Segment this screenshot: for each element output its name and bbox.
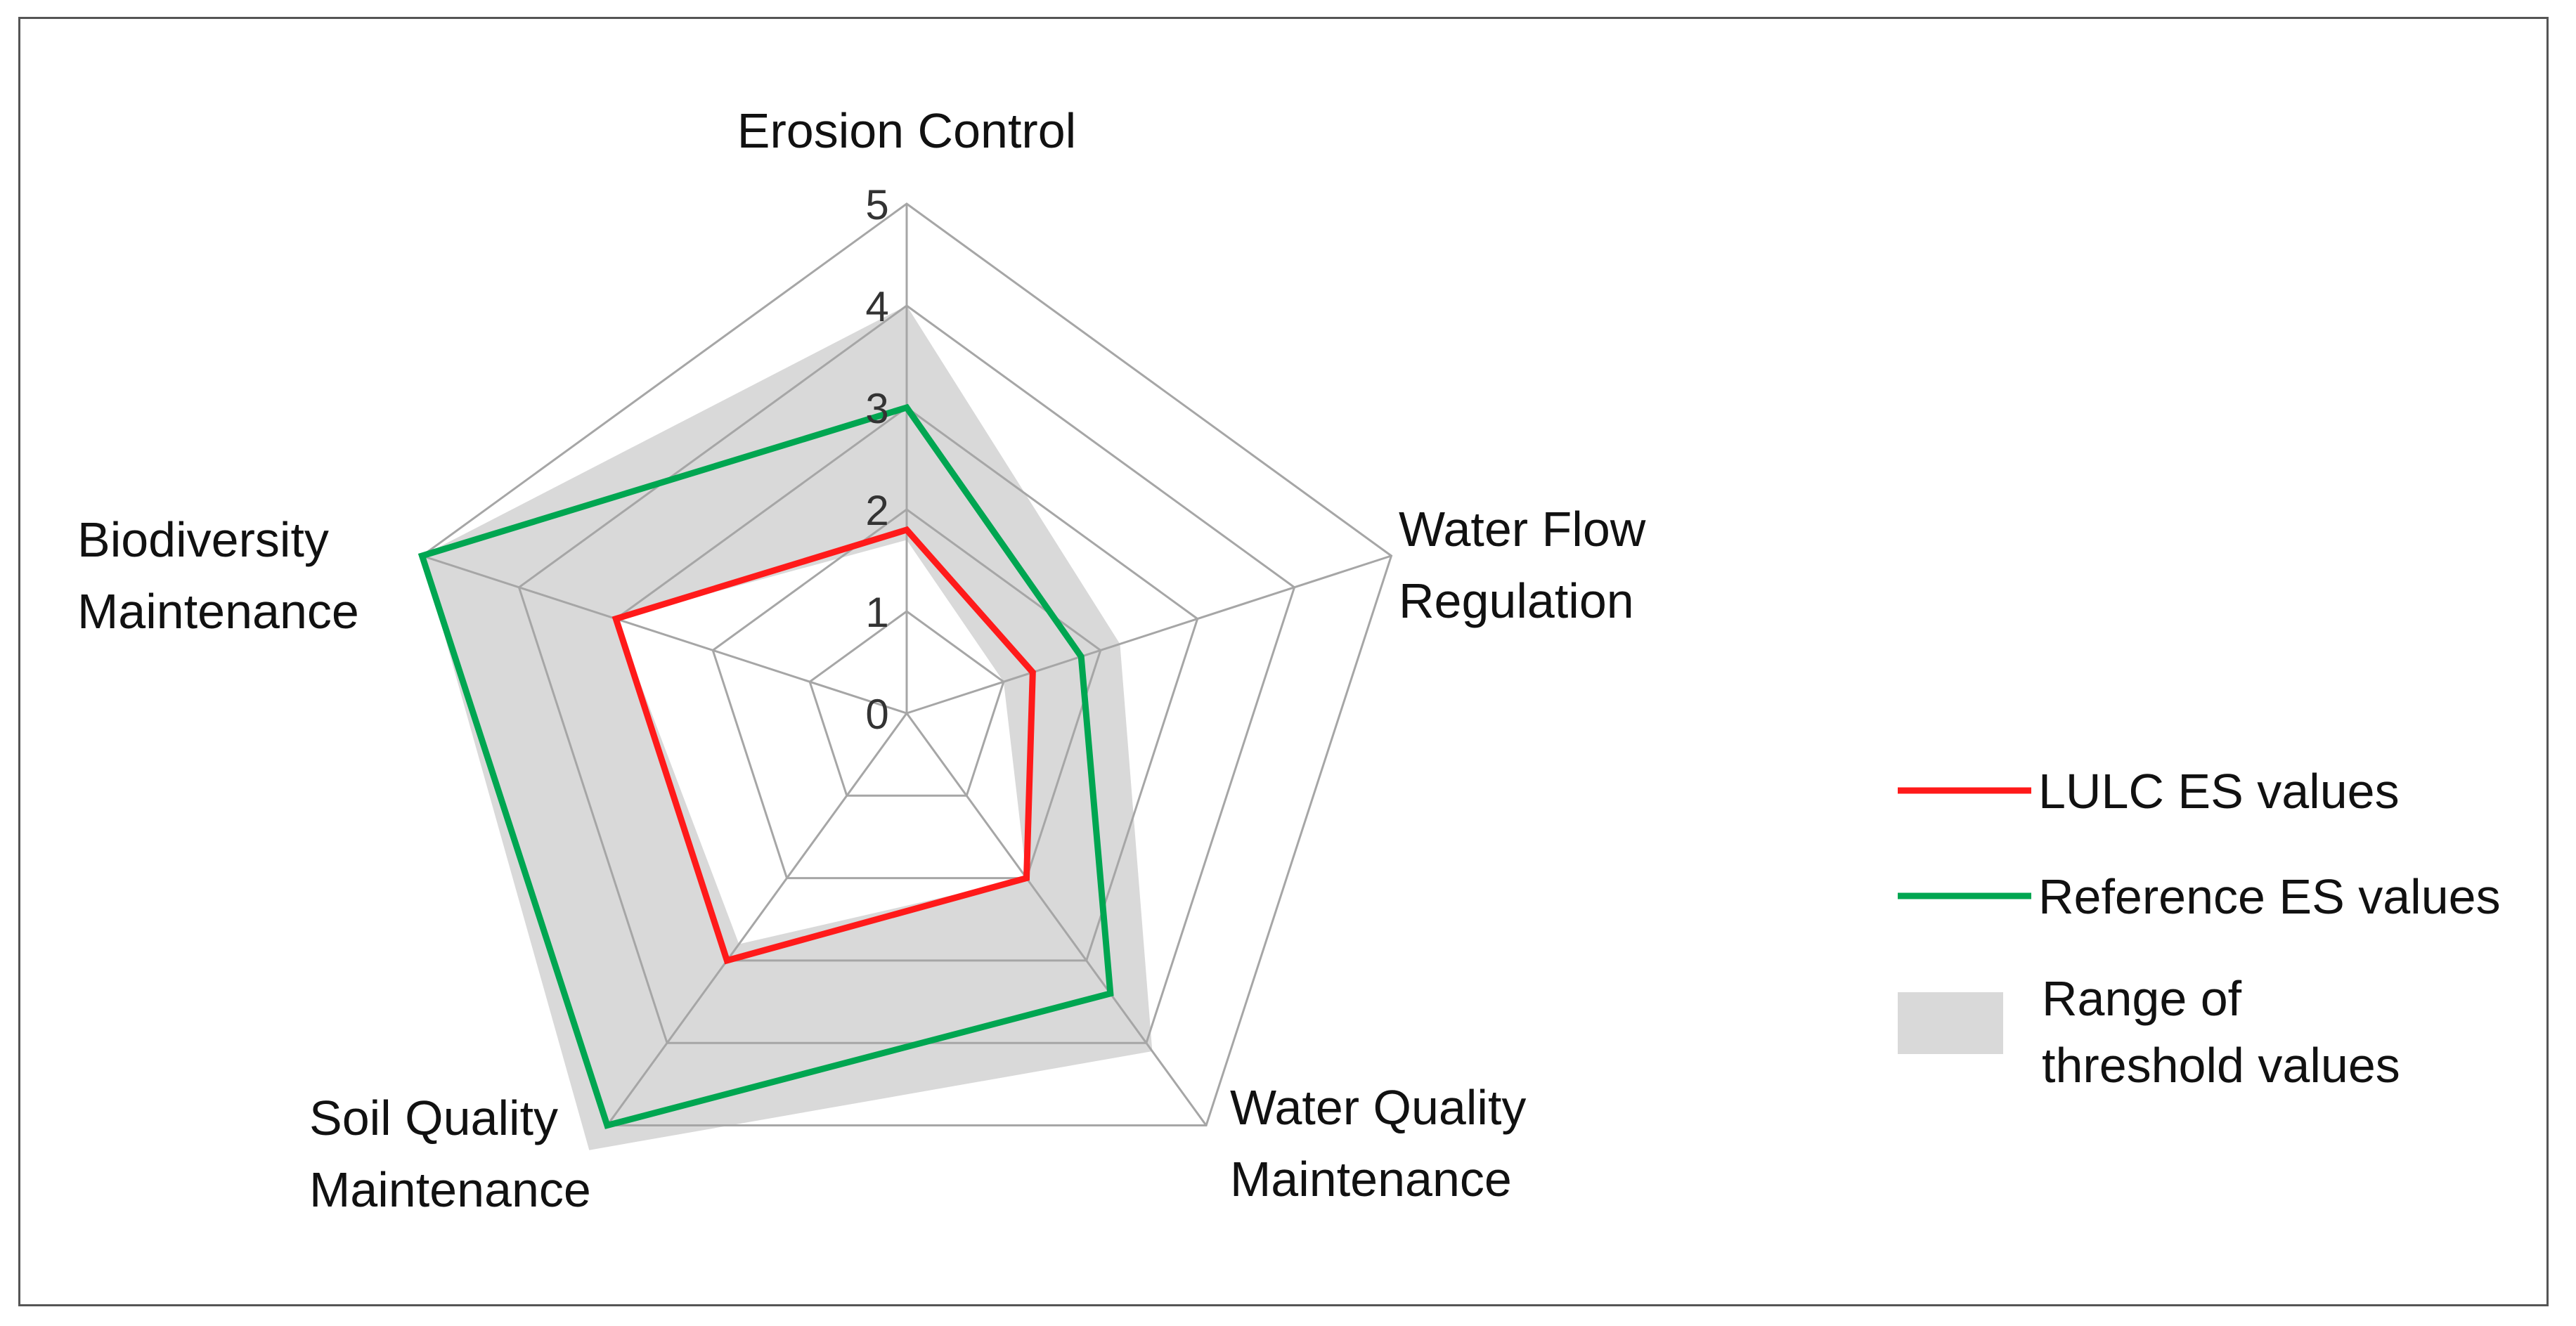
axis-spoke (905, 713, 1208, 1126)
series-line-lulc-es-values (611, 526, 1036, 965)
chart-frame (18, 17, 2549, 1306)
grid-ring (614, 406, 1199, 962)
grid-ring (420, 202, 1393, 1126)
tick-labels: 0 1 2 3 4 5 (865, 181, 888, 738)
legend-swatch-threshold-range (1898, 992, 2003, 1054)
axis-spoke (906, 554, 1392, 715)
tick-label: 0 (865, 691, 888, 738)
tick-label: 1 (865, 589, 888, 636)
grid-ring (711, 508, 1102, 880)
series-line-reference-es-values (418, 403, 1114, 1129)
tick-label: 4 (865, 283, 888, 330)
axis-spoke (422, 554, 907, 715)
grid-ring (808, 610, 1005, 797)
axis-spoke (606, 713, 908, 1126)
grid-ring (517, 304, 1296, 1044)
series-layer (418, 403, 1114, 1129)
tick-label: 2 (865, 487, 888, 534)
axis-label: Erosion Control (737, 103, 1076, 158)
tick-label: 3 (865, 385, 888, 432)
threshold-range-band (422, 306, 1153, 1150)
tick-label: 5 (865, 181, 888, 228)
legend-label-lulc-es-values: LULC ES values (2038, 764, 2400, 819)
radar-grid (420, 202, 1393, 1126)
legend-label-reference-es-values: Reference ES values (2038, 869, 2501, 924)
